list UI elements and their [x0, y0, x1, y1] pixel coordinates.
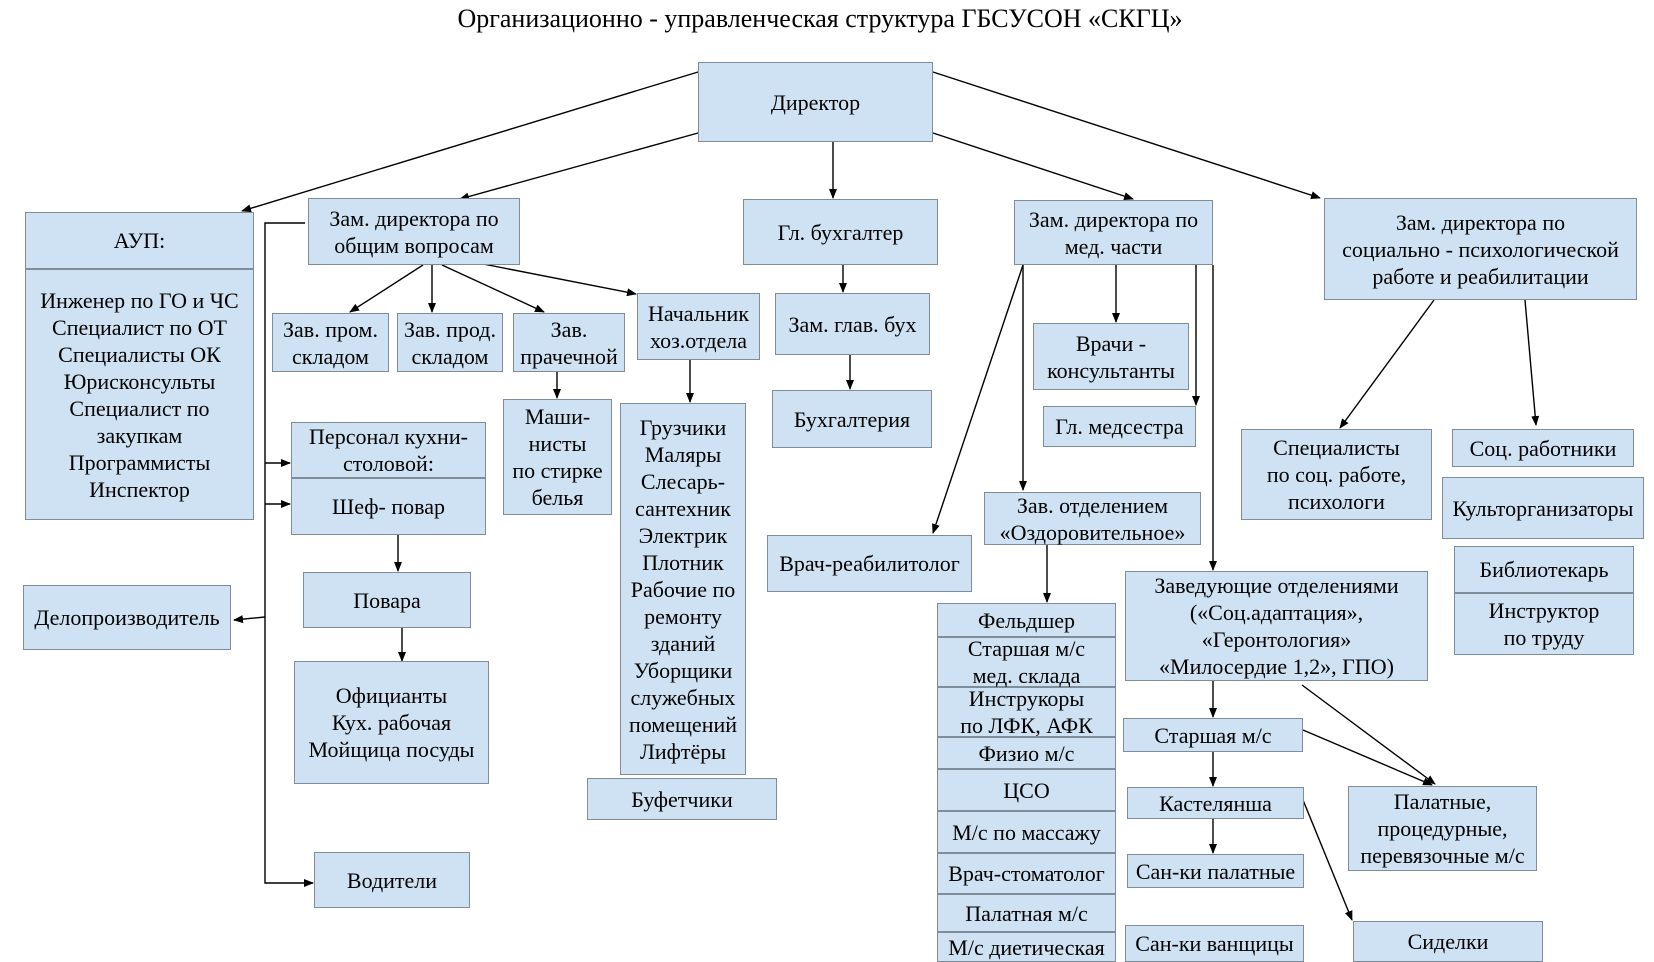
department-heads-box: Заведующие отделениями («Соц.адаптация»,…	[1125, 571, 1428, 681]
deputy-social-box: Зам. директора по социально - психологич…	[1324, 198, 1637, 300]
med-list-item: Старшая м/с мед. склада	[937, 636, 1116, 688]
cultural-organizers-box: Культорганизаторы	[1442, 477, 1644, 539]
med-list-item: М/с по массажу	[937, 811, 1116, 853]
labor-instructor-box: Инструктор по труду	[1454, 593, 1634, 655]
aup-header-box: АУП:	[25, 212, 254, 269]
deputy-medical-box: Зам. директора по мед. части	[1014, 200, 1213, 265]
chief-accountant-box: Гл. бухгалтер	[743, 199, 938, 265]
chart-title: Организационно - управленческая структур…	[457, 4, 1183, 33]
chef-box: Шеф- повар	[291, 478, 486, 535]
med-list-item: Врач-стоматолог	[937, 853, 1116, 894]
head-laundry-box: Зав. прачечной	[513, 313, 625, 372]
bath-orderlies-box: Сан-ки ванщицы	[1125, 925, 1304, 962]
social-specialists-box: Специалисты по соц. работе, психологи	[1241, 429, 1432, 520]
med-list-item: Палатная м/с	[937, 894, 1116, 932]
med-list-item: Фельдшер	[937, 603, 1116, 637]
aup-list-box: Инженер по ГО и ЧС Специалист по ОТ Спец…	[25, 269, 254, 520]
laundry-operators-box: Маши- нисты по стирке белья	[503, 399, 612, 515]
head-maintenance-box: Начальник хоз.отдела	[637, 293, 760, 360]
ward-orderlies-box: Сан-ки палатные	[1127, 854, 1304, 888]
ward-nurses-box: Палатные, процедурные, перевязочные м/с	[1348, 786, 1537, 871]
med-list-item: Физио м/с	[937, 737, 1116, 769]
consulting-doctors-box: Врачи - консультанты	[1033, 323, 1189, 390]
kitchen-staff-box: Персонал кухни- столовой:	[291, 422, 486, 478]
head-wellness-dept-box: Зав. отделением «Оздоровительное»	[984, 492, 1201, 545]
med-list-item: М/с диетическая	[937, 932, 1116, 962]
bufetchiki-box: Буфетчики	[587, 778, 777, 820]
cooks-box: Повара	[303, 572, 471, 628]
deloproizvoditel-box: Делопроизводитель	[23, 585, 231, 650]
sidelki-box: Сиделки	[1353, 921, 1543, 962]
head-food-warehouse-box: Зав. прод. складом	[397, 313, 503, 372]
med-list-item: Инструкоры по ЛФК, АФК	[937, 686, 1116, 738]
rehab-doctor-box: Врач-реабилитолог	[767, 535, 972, 592]
kastelyansha-box: Кастелянша	[1127, 787, 1304, 819]
director-box: Директор	[698, 62, 933, 142]
head-industrial-warehouse-box: Зав. пром. складом	[272, 313, 389, 372]
senior-nurse-box: Старшая м/с	[1123, 718, 1303, 752]
accounting-box: Бухгалтерия	[772, 390, 932, 448]
maintenance-workers-box: Грузчики Маляры Слесарь- сантехник Элект…	[620, 403, 746, 775]
social-workers-box: Соц. работники	[1452, 429, 1634, 467]
librarian-box: Библиотекарь	[1454, 546, 1634, 593]
deputy-general-affairs-box: Зам. директора по общим вопросам	[308, 198, 520, 265]
med-list-item: ЦСО	[937, 769, 1116, 811]
drivers-box: Водители	[314, 852, 470, 908]
waiters-box: Официанты Кух. рабочая Мойщица посуды	[294, 661, 489, 784]
deputy-accountant-box: Зам. глав. бух	[775, 293, 930, 355]
head-nurse-box: Гл. медсестра	[1043, 406, 1196, 447]
